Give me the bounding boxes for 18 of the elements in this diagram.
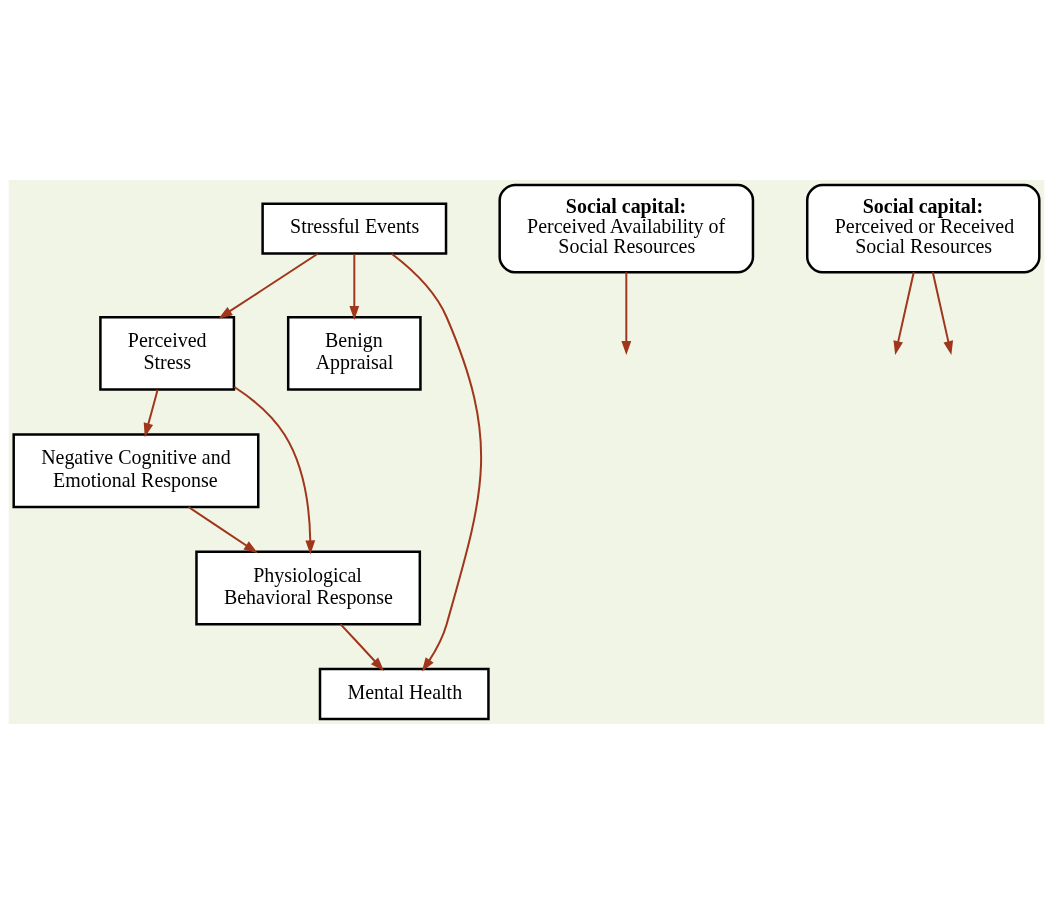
arrow: [218, 252, 319, 319]
node-box: Mental Health: [318, 667, 490, 721]
arrow: [339, 623, 385, 672]
arrow: [390, 252, 482, 672]
node-box: Physiological Behavioral Response: [195, 550, 422, 626]
node-box: Perceived Stress: [99, 316, 236, 391]
node-box: Negative Cognitive and Emotional Response: [12, 433, 260, 509]
arrow: [143, 388, 159, 438]
node-box: Benign Appraisal: [286, 316, 422, 391]
node-box: Social capital: Perceived or Received Social Resources: [806, 183, 1041, 274]
arrow: [187, 506, 258, 554]
arrow: [893, 271, 915, 355]
arrow: [233, 386, 316, 555]
arrow: [349, 253, 360, 320]
node-box: Stressful Events: [261, 202, 448, 255]
arrow: [931, 271, 954, 355]
node-box: Social capital: Perceived Availability of Social Resources: [498, 183, 755, 274]
arrow: [621, 271, 632, 356]
